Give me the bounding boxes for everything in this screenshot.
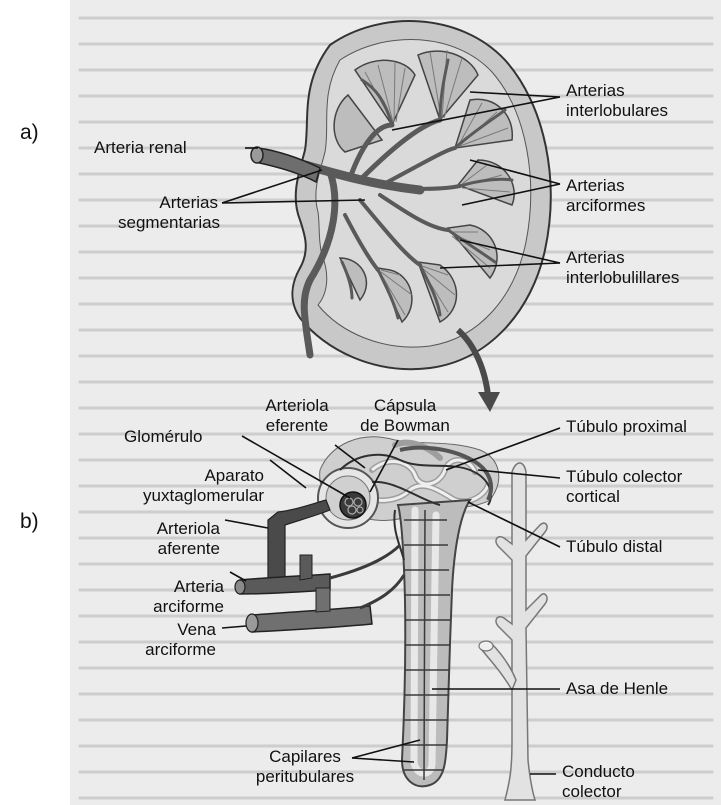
label-glomerulo: Glomérulo [124, 427, 202, 447]
label-line-1: Arterias [118, 193, 218, 213]
arcuate-vein-end [246, 614, 258, 632]
panel-a-label: a) [20, 121, 39, 145]
label-line-1: Vena [120, 620, 216, 640]
vein-branch [316, 588, 330, 612]
label-line-1: Arterias [566, 176, 645, 196]
label-line-1: Capilares [250, 747, 360, 767]
panel-b-label: b) [20, 510, 39, 534]
label-tubulo-proximal: Túbulo proximal [566, 417, 687, 437]
label-capilares-peritubulares: Capilares peritubulares [250, 747, 360, 787]
label-line-1: Aparato [104, 466, 264, 486]
label-tubulo-colector-cortical: Túbulo colector cortical [566, 467, 682, 507]
label-line-2: segmentarias [118, 213, 218, 233]
label-arteriola-eferente: Arteriola eferente [242, 396, 352, 436]
label-line-2: arciformes [566, 196, 645, 216]
label-arterias-interlobulares: Arterias interlobulares [566, 81, 668, 121]
label-line-2: arciforme [120, 597, 224, 617]
label-line-2: interlobulares [566, 101, 668, 121]
label-tubulo-distal: Túbulo distal [566, 537, 662, 557]
label-arteria-renal: Arteria renal [94, 138, 187, 158]
label-line-1: Arteriola [242, 396, 352, 416]
label-arterias-arciformes: Arterias arciformes [566, 176, 645, 216]
label-line-1: Cápsula [355, 396, 455, 416]
arcuate-branch [300, 555, 312, 580]
label-line-2: interlobulillares [566, 268, 679, 288]
label-arteria-arciforme: Arteria arciforme [120, 577, 224, 617]
label-line-2: colector [562, 782, 635, 802]
label-line-1: Conducto [562, 762, 635, 782]
label-arteriola-aferente: Arteriola aferente [120, 519, 220, 559]
label-vena-arciforme: Vena arciforme [120, 620, 216, 660]
label-line-1: Arteriola [120, 519, 220, 539]
label-line-2: cortical [566, 487, 682, 507]
label-line-2: de Bowman [355, 416, 455, 436]
label-line-2: arciforme [120, 640, 216, 660]
label-capsula-bowman: Cápsula de Bowman [355, 396, 455, 436]
label-aparato-yuxtaglomerular: Aparato yuxtaglomerular [104, 466, 264, 506]
label-line-1: Arterias [566, 81, 668, 101]
label-line-1: Arterias [566, 248, 679, 268]
label-asa-henle: Asa de Henle [566, 679, 668, 699]
label-arterias-segmentarias: Arterias segmentarias [118, 193, 218, 233]
label-arterias-interlobulillares: Arterias interlobulillares [566, 248, 679, 288]
label-line-2: aferente [120, 539, 220, 559]
label-line-1: Túbulo colector [566, 467, 682, 487]
label-line-1: Arteria [120, 577, 224, 597]
collecting-duct-branch-end [479, 641, 493, 651]
label-line-2: peritubulares [250, 767, 360, 787]
label-line-2: yuxtaglomerular [104, 486, 264, 506]
arcuate-artery-end [235, 580, 245, 594]
label-line-2: eferente [242, 416, 352, 436]
label-conducto-colector: Conducto colector [562, 762, 635, 802]
